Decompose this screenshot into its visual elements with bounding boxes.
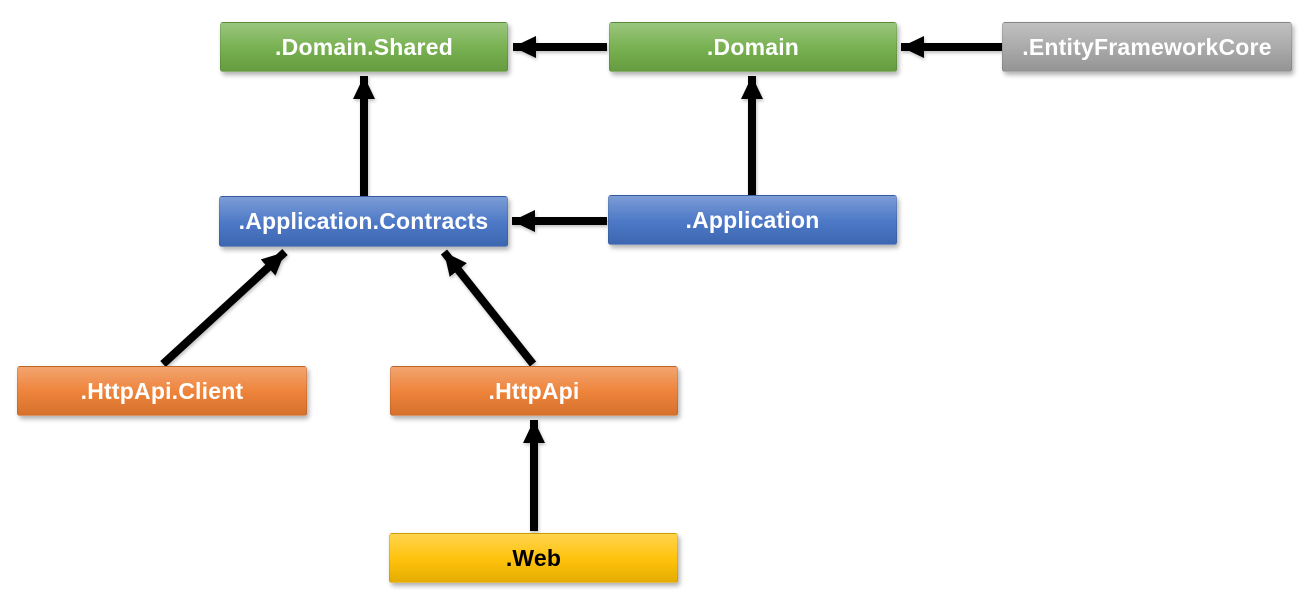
node-httpapi-client: .HttpApi.Client — [17, 366, 307, 416]
node-domain-shared: .Domain.Shared — [220, 22, 508, 72]
node-entity-framework-core: .EntityFrameworkCore — [1002, 22, 1292, 72]
arrow-httpapi-to-application-contracts — [440, 249, 537, 367]
node-domain: .Domain — [609, 22, 897, 72]
node-web: .Web — [389, 533, 678, 583]
arrow-httpapi-client-to-application-contracts — [160, 249, 288, 367]
node-httpapi: .HttpApi — [390, 366, 678, 416]
node-application: .Application — [608, 195, 897, 245]
node-application-contracts: .Application.Contracts — [219, 196, 508, 247]
